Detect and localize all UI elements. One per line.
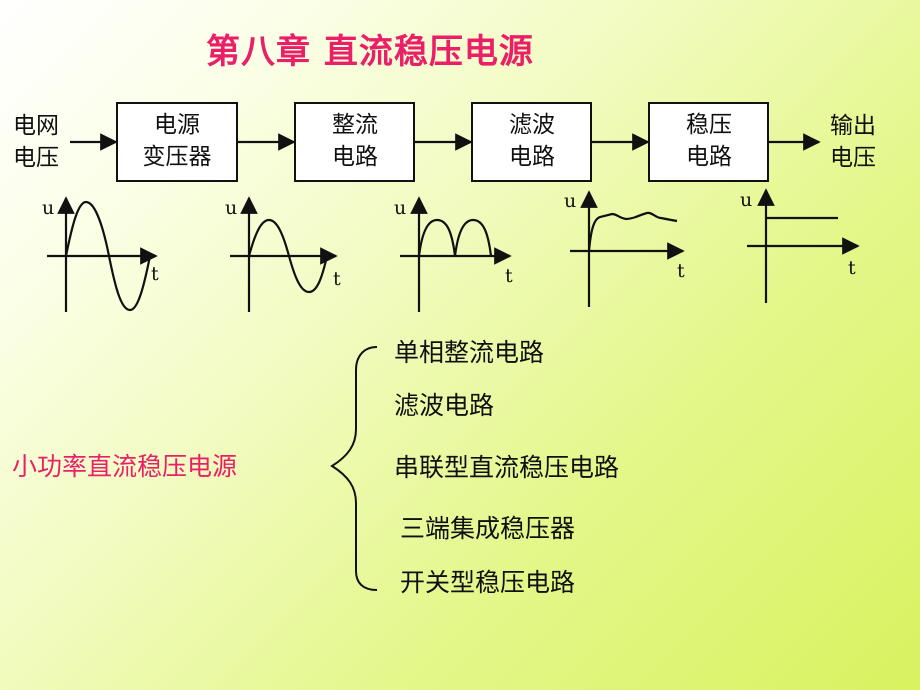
waveform-2-transformer-secondary	[230, 196, 338, 312]
output-label-line2: 电压	[830, 145, 876, 171]
waveform-4-ripple-dc	[587, 211, 678, 252]
waveform-1-u-label: u	[42, 197, 54, 219]
waveform-3-t-label: t	[505, 265, 513, 287]
input-label-line2: 电压	[13, 145, 59, 171]
waveform-4-filtered	[570, 190, 685, 307]
waveform-1-sine	[64, 200, 152, 312]
item-filter-circuit: 滤波电路	[394, 391, 495, 420]
waveform-4-t-label: t	[677, 260, 685, 282]
item-three-terminal-regulator: 三端集成稳压器	[400, 514, 576, 543]
filter-label-line1: 滤波	[509, 112, 555, 138]
slide-title: 第八章 直流稳压电源	[206, 32, 534, 72]
waveform-2-t-label: t	[333, 268, 341, 290]
waveform-2-u-label: u	[225, 197, 237, 219]
waveform-1-t-label: t	[151, 263, 159, 285]
category-label: 小功率直流稳压电源	[12, 452, 238, 481]
input-label-line1: 电网	[13, 113, 59, 139]
waveform-1-transformer-output	[47, 196, 158, 312]
rectifier-block	[294, 102, 415, 182]
item-single-phase-rectifier: 单相整流电路	[394, 338, 545, 367]
waveform-4-u-label: u	[564, 190, 576, 212]
transformer-block	[116, 102, 238, 182]
rectifier-label-line2: 电路	[332, 144, 378, 170]
item-switching-regulator: 开关型稳压电路	[400, 568, 576, 597]
waveform-5-u-label: u	[740, 189, 752, 211]
waveform-2-sine	[247, 218, 329, 294]
transformer-label-line1: 电源	[154, 112, 200, 138]
regulator-label-line1: 稳压	[686, 112, 732, 138]
filter-label-line2: 电路	[509, 144, 555, 170]
regulator-label-line2: 电路	[686, 144, 732, 170]
item-series-regulator: 串联型直流稳压电路	[394, 453, 620, 482]
waveform-3-u-label: u	[394, 197, 406, 219]
classification-brace	[330, 346, 378, 591]
waveform-5-t-label: t	[848, 257, 856, 279]
output-label-line1: 输出	[830, 113, 876, 139]
waveform-3-rectified-pulses	[417, 218, 493, 257]
waveform-5-regulated	[747, 188, 860, 303]
regulator-block	[648, 102, 769, 182]
waveform-3-rectified	[400, 196, 512, 312]
transformer-label-line2: 变压器	[142, 144, 212, 170]
rectifier-label-line1: 整流	[332, 112, 378, 138]
